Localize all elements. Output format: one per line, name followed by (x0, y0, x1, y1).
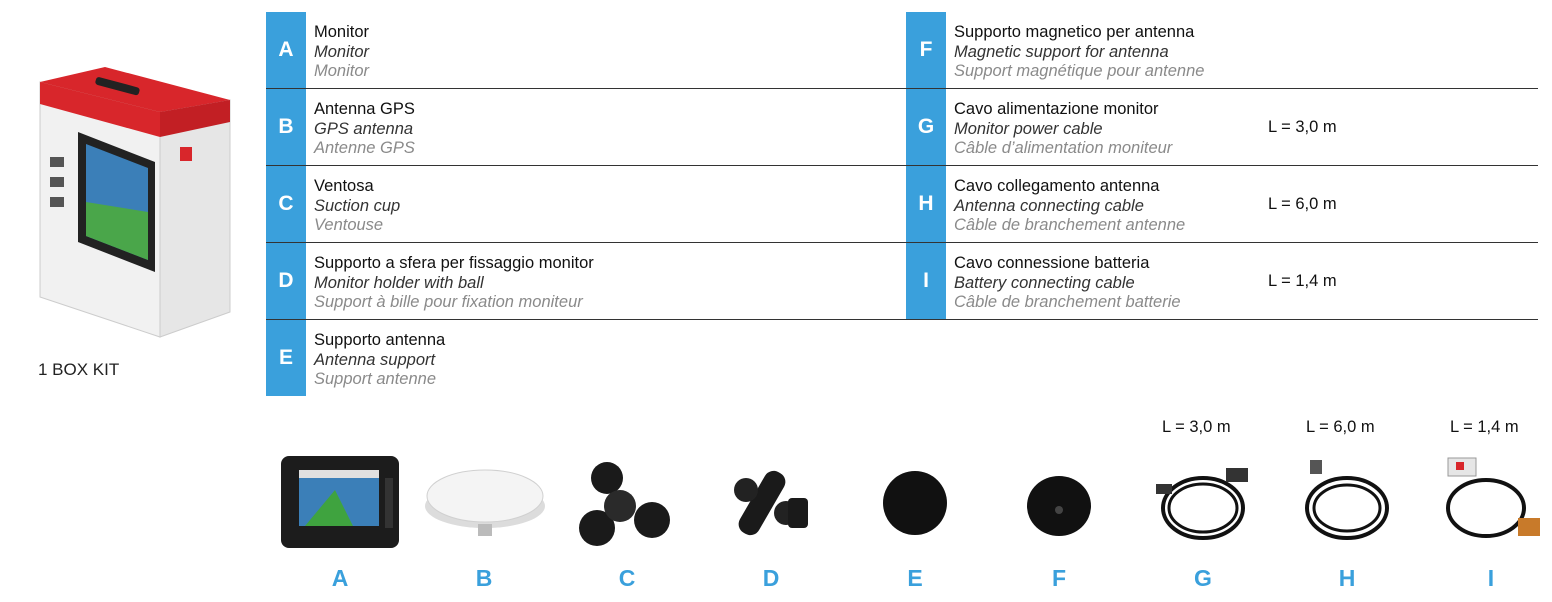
product-letter-f: F (1051, 565, 1067, 591)
suction-cup-image (579, 462, 670, 546)
item-row-d: D Supporto a sfera per fissaggio monitor… (266, 243, 906, 320)
item-letter: D (266, 243, 306, 319)
monitor-power-cable-image (1156, 468, 1248, 540)
item-letter: F (906, 12, 946, 88)
item-letter: G (906, 89, 946, 165)
item-letter: C (266, 166, 306, 242)
antenna-cable-image (1305, 460, 1389, 540)
ball-holder-image (734, 470, 808, 536)
battery-cable-image (1446, 457, 1540, 538)
item-length: L = 6,0 m (1268, 195, 1337, 213)
item-name-fr: Support antenne (314, 370, 437, 388)
magnetic-support-image (1027, 476, 1091, 536)
item-name-en: Monitor holder with ball (314, 273, 484, 292)
item-name-fr: Câble de branchement batterie (954, 293, 1181, 311)
item-name-fr: Monitor (314, 62, 370, 80)
item-name-fr: Support à bille pour fixation moniteur (314, 293, 583, 311)
product-length-g: L = 3,0 m (1162, 418, 1231, 436)
product-letter-e: E (907, 565, 923, 591)
item-list-right: F Supporto magnetico per antenna Magneti… (906, 12, 1538, 320)
item-letter: H (906, 166, 946, 242)
antenna-support-image (883, 471, 947, 535)
product-letter-c: C (618, 565, 636, 591)
product-length-h: L = 6,0 m (1306, 418, 1375, 436)
item-name-en: Antenna support (314, 350, 436, 369)
item-name-it: Antenna GPS (314, 100, 415, 118)
item-name-en: GPS antenna (314, 119, 414, 138)
monitor-image (281, 456, 399, 548)
item-name-fr: Ventouse (314, 216, 384, 234)
gps-antenna-image (425, 469, 545, 536)
item-row-b: B Antenna GPS GPS antenna Antenne GPS (266, 89, 906, 166)
item-name-en: Suction cup (314, 196, 401, 215)
item-row-f: F Supporto magnetico per antenna Magneti… (906, 12, 1538, 89)
item-name-it: Supporto antenna (314, 331, 446, 349)
item-name-fr: Câble d’alimentation moniteur (954, 139, 1173, 157)
item-letter: B (266, 89, 306, 165)
product-length-i: L = 1,4 m (1450, 418, 1519, 436)
item-name-en: Monitor (314, 42, 370, 61)
item-name-fr: Support magnétique pour antenne (954, 62, 1205, 80)
item-name-it: Cavo connessione batteria (954, 254, 1150, 272)
item-name-en: Battery connecting cable (954, 273, 1135, 292)
item-name-it: Cavo collegamento antenna (954, 177, 1160, 195)
item-name-en: Magnetic support for antenna (954, 42, 1169, 61)
product-letter-g: G (1194, 565, 1212, 591)
box-kit-label: 1 BOX KIT (38, 360, 120, 379)
item-letter: I (906, 243, 946, 319)
item-name-en: Monitor power cable (954, 119, 1103, 138)
item-name-it: Cavo alimentazione monitor (954, 100, 1159, 118)
item-name-en: Antenna connecting cable (954, 196, 1144, 215)
item-letter: E (266, 320, 306, 396)
item-name-fr: Câble de branchement antenne (954, 216, 1186, 234)
item-list-left: A Monitor Monitor Monitor B Antenna GPS … (266, 12, 906, 396)
item-length: L = 3,0 m (1268, 118, 1337, 136)
item-name-it: Ventosa (314, 177, 374, 195)
item-row-g: G Cavo alimentazione monitor Monitor pow… (906, 89, 1538, 166)
box-kit-image (39, 67, 231, 338)
item-name-fr: Antenne GPS (314, 139, 415, 157)
product-letter-i: I (1487, 565, 1495, 591)
item-length: L = 1,4 m (1268, 272, 1337, 290)
product-letter-a: A (331, 565, 349, 591)
item-row-a: A Monitor Monitor Monitor (266, 12, 906, 89)
product-letter-h: H (1338, 565, 1356, 591)
item-name-it: Supporto a sfera per fissaggio monitor (314, 254, 594, 272)
product-letter-d: D (762, 565, 780, 591)
item-row-h: H Cavo collegamento antenna Antenna conn… (906, 166, 1538, 243)
item-row-c: C Ventosa Suction cup Ventouse (266, 166, 906, 243)
product-letter-b: B (475, 565, 493, 591)
item-name-it: Monitor (314, 23, 370, 41)
item-row-e: E Supporto antenna Antenna support Suppo… (266, 320, 906, 396)
item-name-it: Supporto magnetico per antenna (954, 23, 1195, 41)
item-letter: A (266, 12, 306, 88)
item-row-i: I Cavo connessione batteria Battery conn… (906, 243, 1538, 320)
